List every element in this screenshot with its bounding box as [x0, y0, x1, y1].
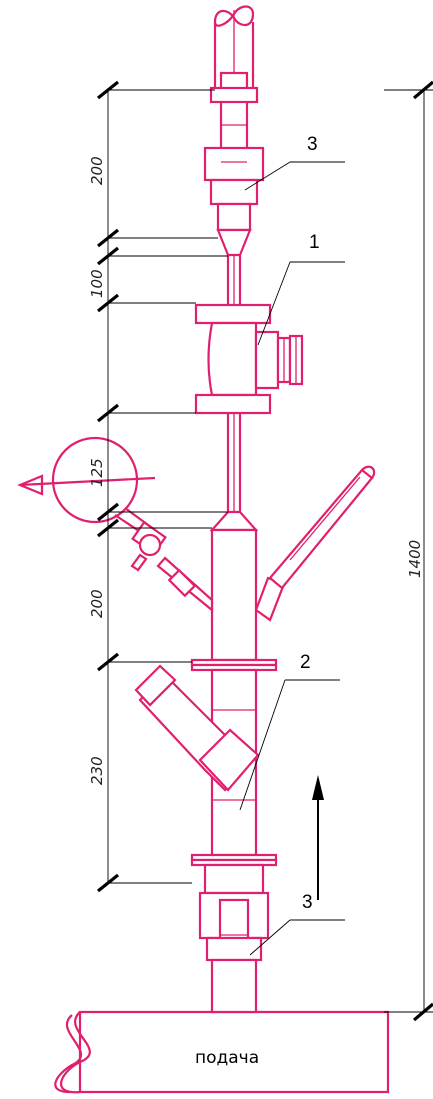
flow-direction-arrow-icon	[312, 775, 324, 900]
dimension-100: 100	[88, 269, 106, 298]
callout-1-leader	[257, 261, 345, 346]
callout-3-bottom: 3	[302, 892, 313, 913]
thermometer-icon	[254, 465, 376, 622]
bottom-flange	[190, 853, 278, 867]
middle-flange	[190, 658, 278, 672]
valve-assembly	[194, 303, 304, 415]
dimension-230: 230	[88, 756, 106, 785]
dimension-1400: 1400	[406, 540, 424, 578]
right-overall-dimension	[384, 80, 433, 1022]
dimension-200-top: 200	[88, 156, 106, 185]
left-dimension-chain	[97, 80, 228, 893]
callout-1: 1	[309, 232, 320, 253]
strainer-body	[134, 664, 260, 857]
callout-3-top: 3	[307, 134, 318, 155]
dimension-125: 125	[88, 458, 106, 487]
supply-label: подача	[195, 1048, 259, 1068]
tee-section	[209, 510, 259, 662]
pressure-gauge-icon	[17, 436, 214, 613]
callout-3-top-leader	[244, 161, 345, 191]
top-pipe-break	[213, 5, 255, 90]
dimension-200-mid: 200	[88, 589, 106, 618]
callout-2: 2	[300, 652, 311, 673]
callout-2-leader	[239, 679, 340, 811]
top-union-fitting	[203, 71, 265, 257]
supply-main-pipe	[54, 1010, 390, 1094]
callout-3-bottom-leader	[249, 919, 345, 956]
bottom-union-fitting	[198, 863, 270, 1014]
